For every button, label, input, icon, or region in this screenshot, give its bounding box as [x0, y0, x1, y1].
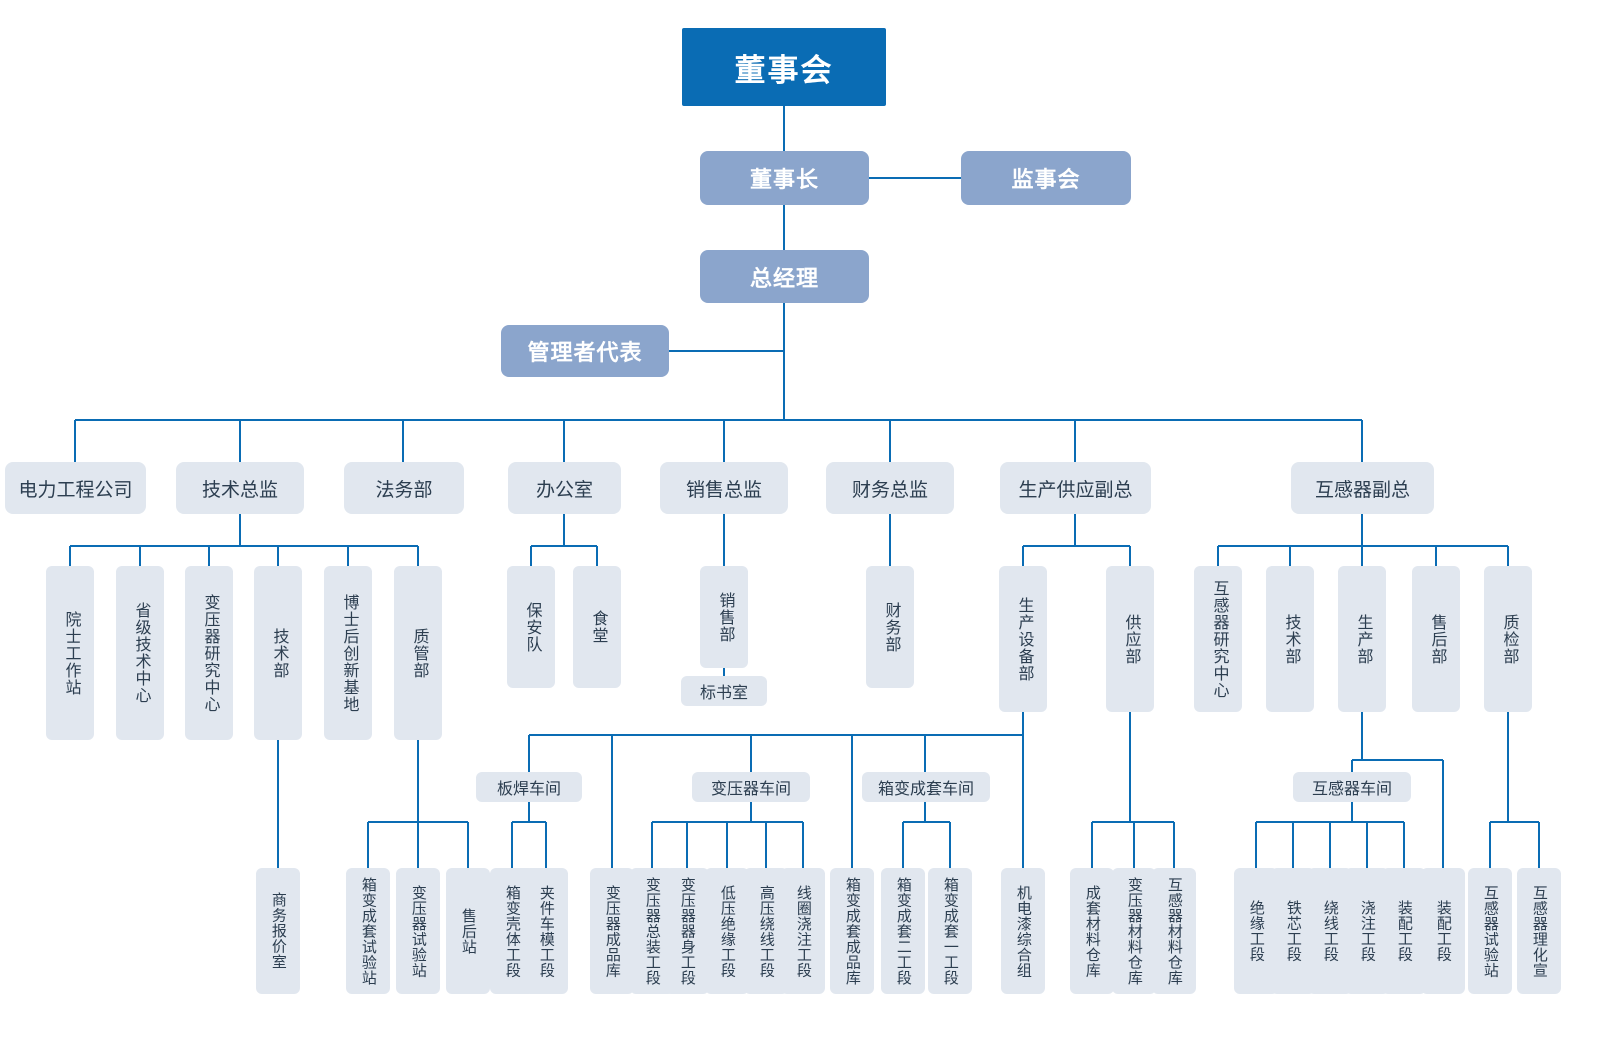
node-commercial-quotation-office[interactable]: 商务报价室: [256, 868, 300, 994]
node-winding-section[interactable]: 绕线工段: [1308, 868, 1352, 994]
node-management-representative[interactable]: 管理者代表: [501, 325, 669, 377]
node-transformer-material-warehouse[interactable]: 变压器材料仓库: [1112, 868, 1156, 994]
node-coil-casting-section[interactable]: 线圈浇注工段: [781, 868, 825, 994]
node-general-manager[interactable]: 总经理: [700, 250, 869, 303]
node-sales-director[interactable]: 销售总监: [660, 462, 788, 514]
node-chairman[interactable]: 董事长: [700, 151, 869, 205]
node-electromechanical-paint-group[interactable]: 机电漆综合组: [1001, 868, 1045, 994]
node-iron-core-section[interactable]: 铁芯工段: [1271, 868, 1315, 994]
node-it-production-department[interactable]: 生产部: [1338, 566, 1386, 712]
node-transformer-test-station[interactable]: 变压器试验站: [396, 868, 440, 994]
node-it-technical-department[interactable]: 技术部: [1266, 566, 1314, 712]
node-box-substation-assembly-test-station[interactable]: 箱变成套试验站: [346, 868, 390, 994]
node-casting-section[interactable]: 浇注工段: [1345, 868, 1389, 994]
node-finance-department[interactable]: 财务部: [866, 566, 914, 688]
node-board[interactable]: 董事会: [682, 28, 886, 106]
node-after-sales-department[interactable]: 售后部: [1412, 566, 1460, 712]
node-assembly-material-warehouse[interactable]: 成套材料仓库: [1070, 868, 1114, 994]
node-production-supply-vp[interactable]: 生产供应副总: [1000, 462, 1151, 514]
node-transformer-finished-goods-warehouse[interactable]: 变压器成品库: [590, 868, 634, 994]
node-insulation-section[interactable]: 绝缘工段: [1234, 868, 1278, 994]
node-canteen[interactable]: 食堂: [573, 566, 621, 688]
node-clamp-mould-section[interactable]: 夹件车模工段: [524, 868, 568, 994]
node-academician-workstation[interactable]: 院士工作站: [46, 566, 94, 740]
node-instrument-transformer-vp[interactable]: 互感器副总: [1291, 462, 1434, 514]
node-it-test-station[interactable]: 互感器试验站: [1468, 868, 1512, 994]
node-transformer-research-center[interactable]: 变压器研究中心: [185, 566, 233, 740]
node-box-assembly-finished-goods-warehouse[interactable]: 箱变成套成品库: [830, 868, 874, 994]
node-instrument-transformer-workshop[interactable]: 互感器车间: [1293, 772, 1411, 802]
node-plate-welding-workshop[interactable]: 板焊车间: [476, 772, 582, 802]
node-transformer-workshop[interactable]: 变压器车间: [692, 772, 810, 802]
node-box-substation-assembly-workshop[interactable]: 箱变成套车间: [862, 772, 990, 802]
node-high-voltage-winding-section[interactable]: 高压绕线工段: [744, 868, 788, 994]
node-instrument-transformer-research-center[interactable]: 互感器研究中心: [1194, 566, 1242, 712]
node-finance-director[interactable]: 财务总监: [826, 462, 954, 514]
node-after-sales-station[interactable]: 售后站: [446, 868, 490, 994]
node-production-equipment-department[interactable]: 生产设备部: [999, 566, 1047, 712]
node-low-voltage-insulation-section[interactable]: 低压绝缘工段: [705, 868, 749, 994]
node-power-engineering-company[interactable]: 电力工程公司: [5, 462, 146, 514]
node-office[interactable]: 办公室: [508, 462, 621, 514]
node-supply-department[interactable]: 供应部: [1106, 566, 1154, 712]
node-postdoc-innovation-base[interactable]: 博士后创新基地: [324, 566, 372, 740]
node-it-physical-chemical-lab[interactable]: 互感器理化宣: [1517, 868, 1561, 994]
node-provincial-technology-center[interactable]: 省级技术中心: [116, 566, 164, 740]
node-technical-department[interactable]: 技术部: [254, 566, 302, 740]
node-technical-director[interactable]: 技术总监: [176, 462, 304, 514]
node-quality-management-department[interactable]: 质管部: [394, 566, 442, 740]
node-legal-department[interactable]: 法务部: [344, 462, 464, 514]
node-assembly-section-a[interactable]: 装配工段: [1382, 868, 1426, 994]
node-box-assembly-section-one[interactable]: 箱变成套一工段: [928, 868, 972, 994]
node-bid-document-office[interactable]: 标书室: [681, 676, 767, 706]
node-security-team[interactable]: 保安队: [507, 566, 555, 688]
node-transformer-body-section[interactable]: 变压器器身工段: [665, 868, 709, 994]
node-box-assembly-section-two[interactable]: 箱变成套二工段: [881, 868, 925, 994]
node-quality-inspection-department[interactable]: 质检部: [1484, 566, 1532, 712]
node-assembly-section-b[interactable]: 装配工段: [1421, 868, 1465, 994]
node-it-material-warehouse[interactable]: 互感器材料仓库: [1152, 868, 1196, 994]
node-supervisory-board[interactable]: 监事会: [961, 151, 1131, 205]
node-sales-department[interactable]: 销售部: [700, 566, 748, 668]
